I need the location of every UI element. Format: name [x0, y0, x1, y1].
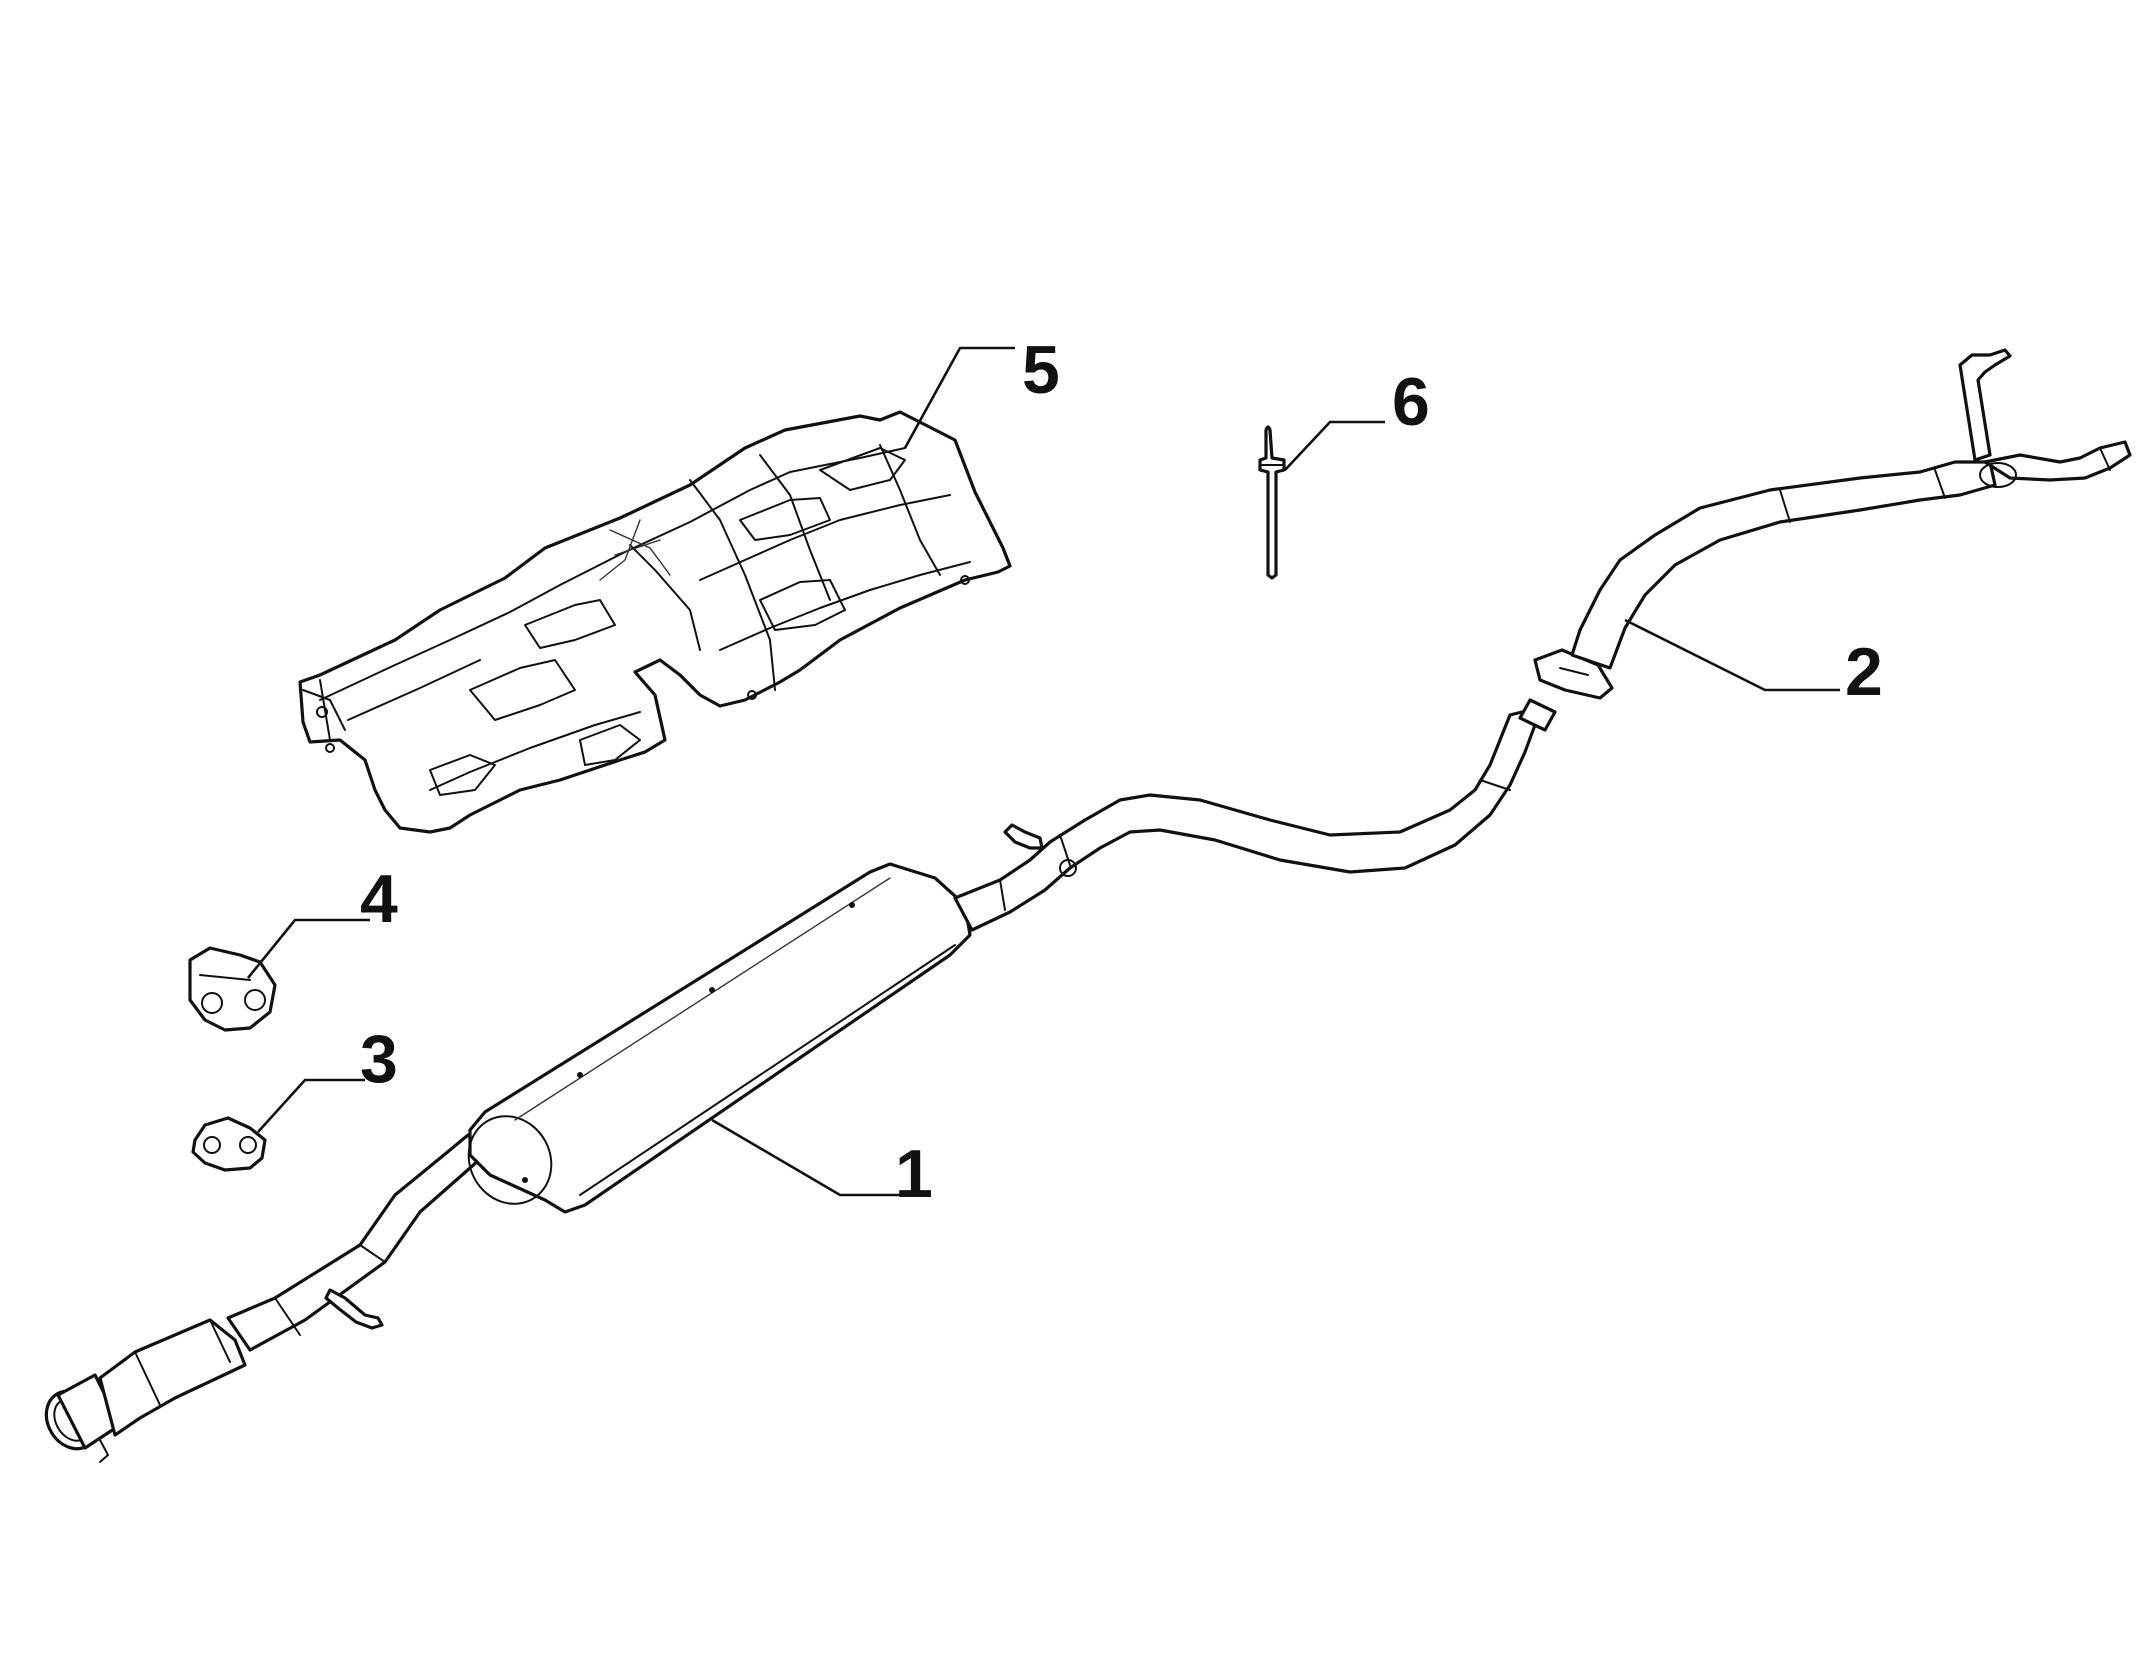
callout-4: 4 [360, 861, 398, 937]
callout-2: 2 [1845, 634, 1883, 710]
callout-6: 6 [1392, 364, 1430, 440]
leader-lines [246, 346, 1840, 1197]
rubber-mount-part-4[interactable] [188, 946, 277, 1032]
leader-6 [1284, 420, 1385, 471]
callout-5: 5 [1022, 332, 1060, 408]
tailpipe-part-2[interactable] [1533, 348, 2132, 700]
rubber-mount-part-3[interactable] [191, 1116, 267, 1172]
rivet-part-6[interactable] [1258, 425, 1286, 580]
heat-shield-part-5[interactable] [298, 410, 1012, 834]
leader-2 [1624, 618, 1840, 692]
leader-5 [903, 346, 1015, 449]
exhaust-pipe-muffler-part-1[interactable] [36, 698, 1557, 1463]
leader-4 [246, 918, 370, 979]
leader-3 [257, 1078, 365, 1133]
callout-1: 1 [895, 1136, 933, 1212]
callout-3: 3 [360, 1021, 398, 1097]
leader-1 [711, 1118, 905, 1197]
